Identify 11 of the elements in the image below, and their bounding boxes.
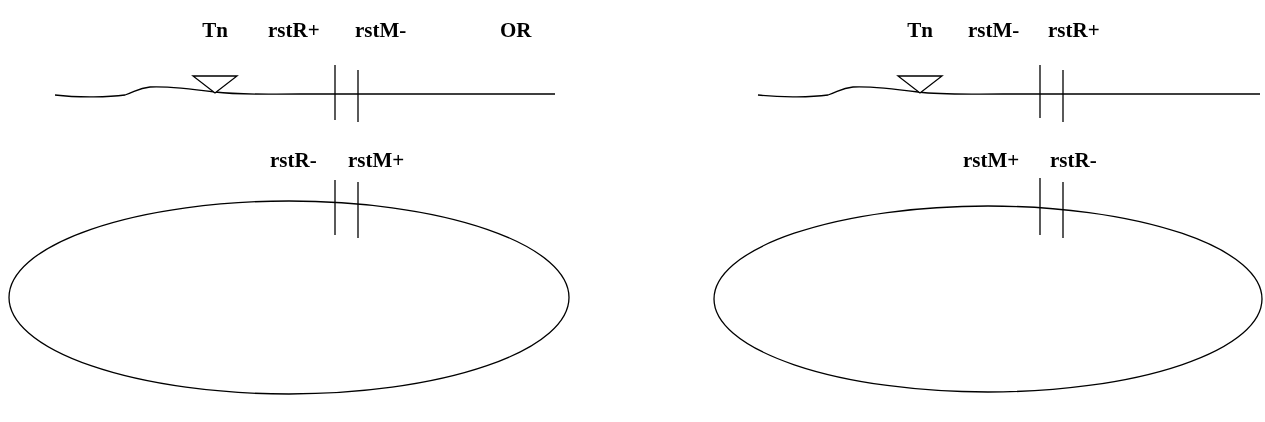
gene-label: rstM+	[963, 149, 1020, 171]
gene-label: rstM-	[968, 19, 1020, 41]
gene-label: rstM+	[348, 149, 405, 171]
gene-label: rstR-	[1050, 149, 1097, 171]
transposon-label: Tn	[202, 19, 228, 41]
transposon-label: Tn	[907, 19, 933, 41]
gene-label: rstR+	[1048, 19, 1100, 41]
gene-label: rstM-	[355, 19, 407, 41]
gene-label: OR	[500, 19, 532, 41]
gene-label: rstR+	[268, 19, 320, 41]
gene-label: rstR-	[270, 149, 317, 171]
